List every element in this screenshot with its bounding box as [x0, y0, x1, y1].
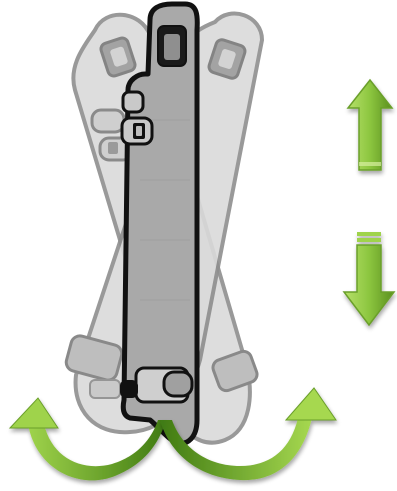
arrow-up-icon	[348, 80, 392, 170]
arrow-down-icon	[344, 232, 394, 325]
upper-buckle	[123, 92, 143, 112]
